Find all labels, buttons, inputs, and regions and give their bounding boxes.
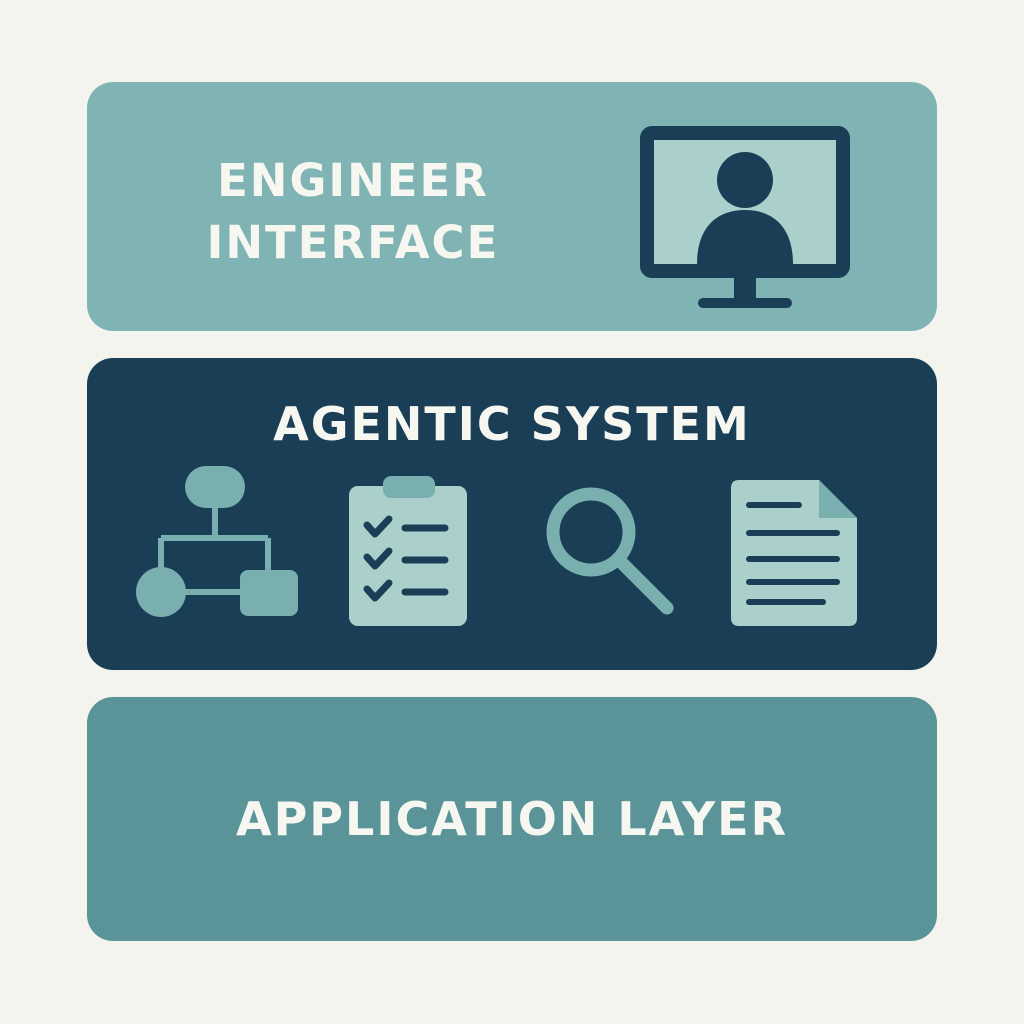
- engineer-interface-title: ENGINEER INTERFACE: [193, 150, 513, 274]
- agentic-system-title: AGENTIC SYSTEM: [273, 397, 751, 451]
- application-layer: APPLICATION LAYER: [87, 697, 937, 941]
- application-layer-title: APPLICATION LAYER: [235, 792, 789, 846]
- engineer-interface-title-line-1: ENGINEER: [217, 154, 489, 207]
- search-icon: [546, 487, 674, 615]
- monitor-user-icon: [640, 126, 850, 308]
- engineer-interface-title-line-2: INTERFACE: [206, 216, 500, 269]
- engineer-interface-layer: ENGINEER INTERFACE: [87, 82, 937, 331]
- checklist-icon: [349, 476, 467, 626]
- agentic-system-layer: AGENTIC SYSTEM: [87, 358, 937, 670]
- document-icon: [731, 480, 857, 626]
- flowchart-icon: [136, 466, 298, 617]
